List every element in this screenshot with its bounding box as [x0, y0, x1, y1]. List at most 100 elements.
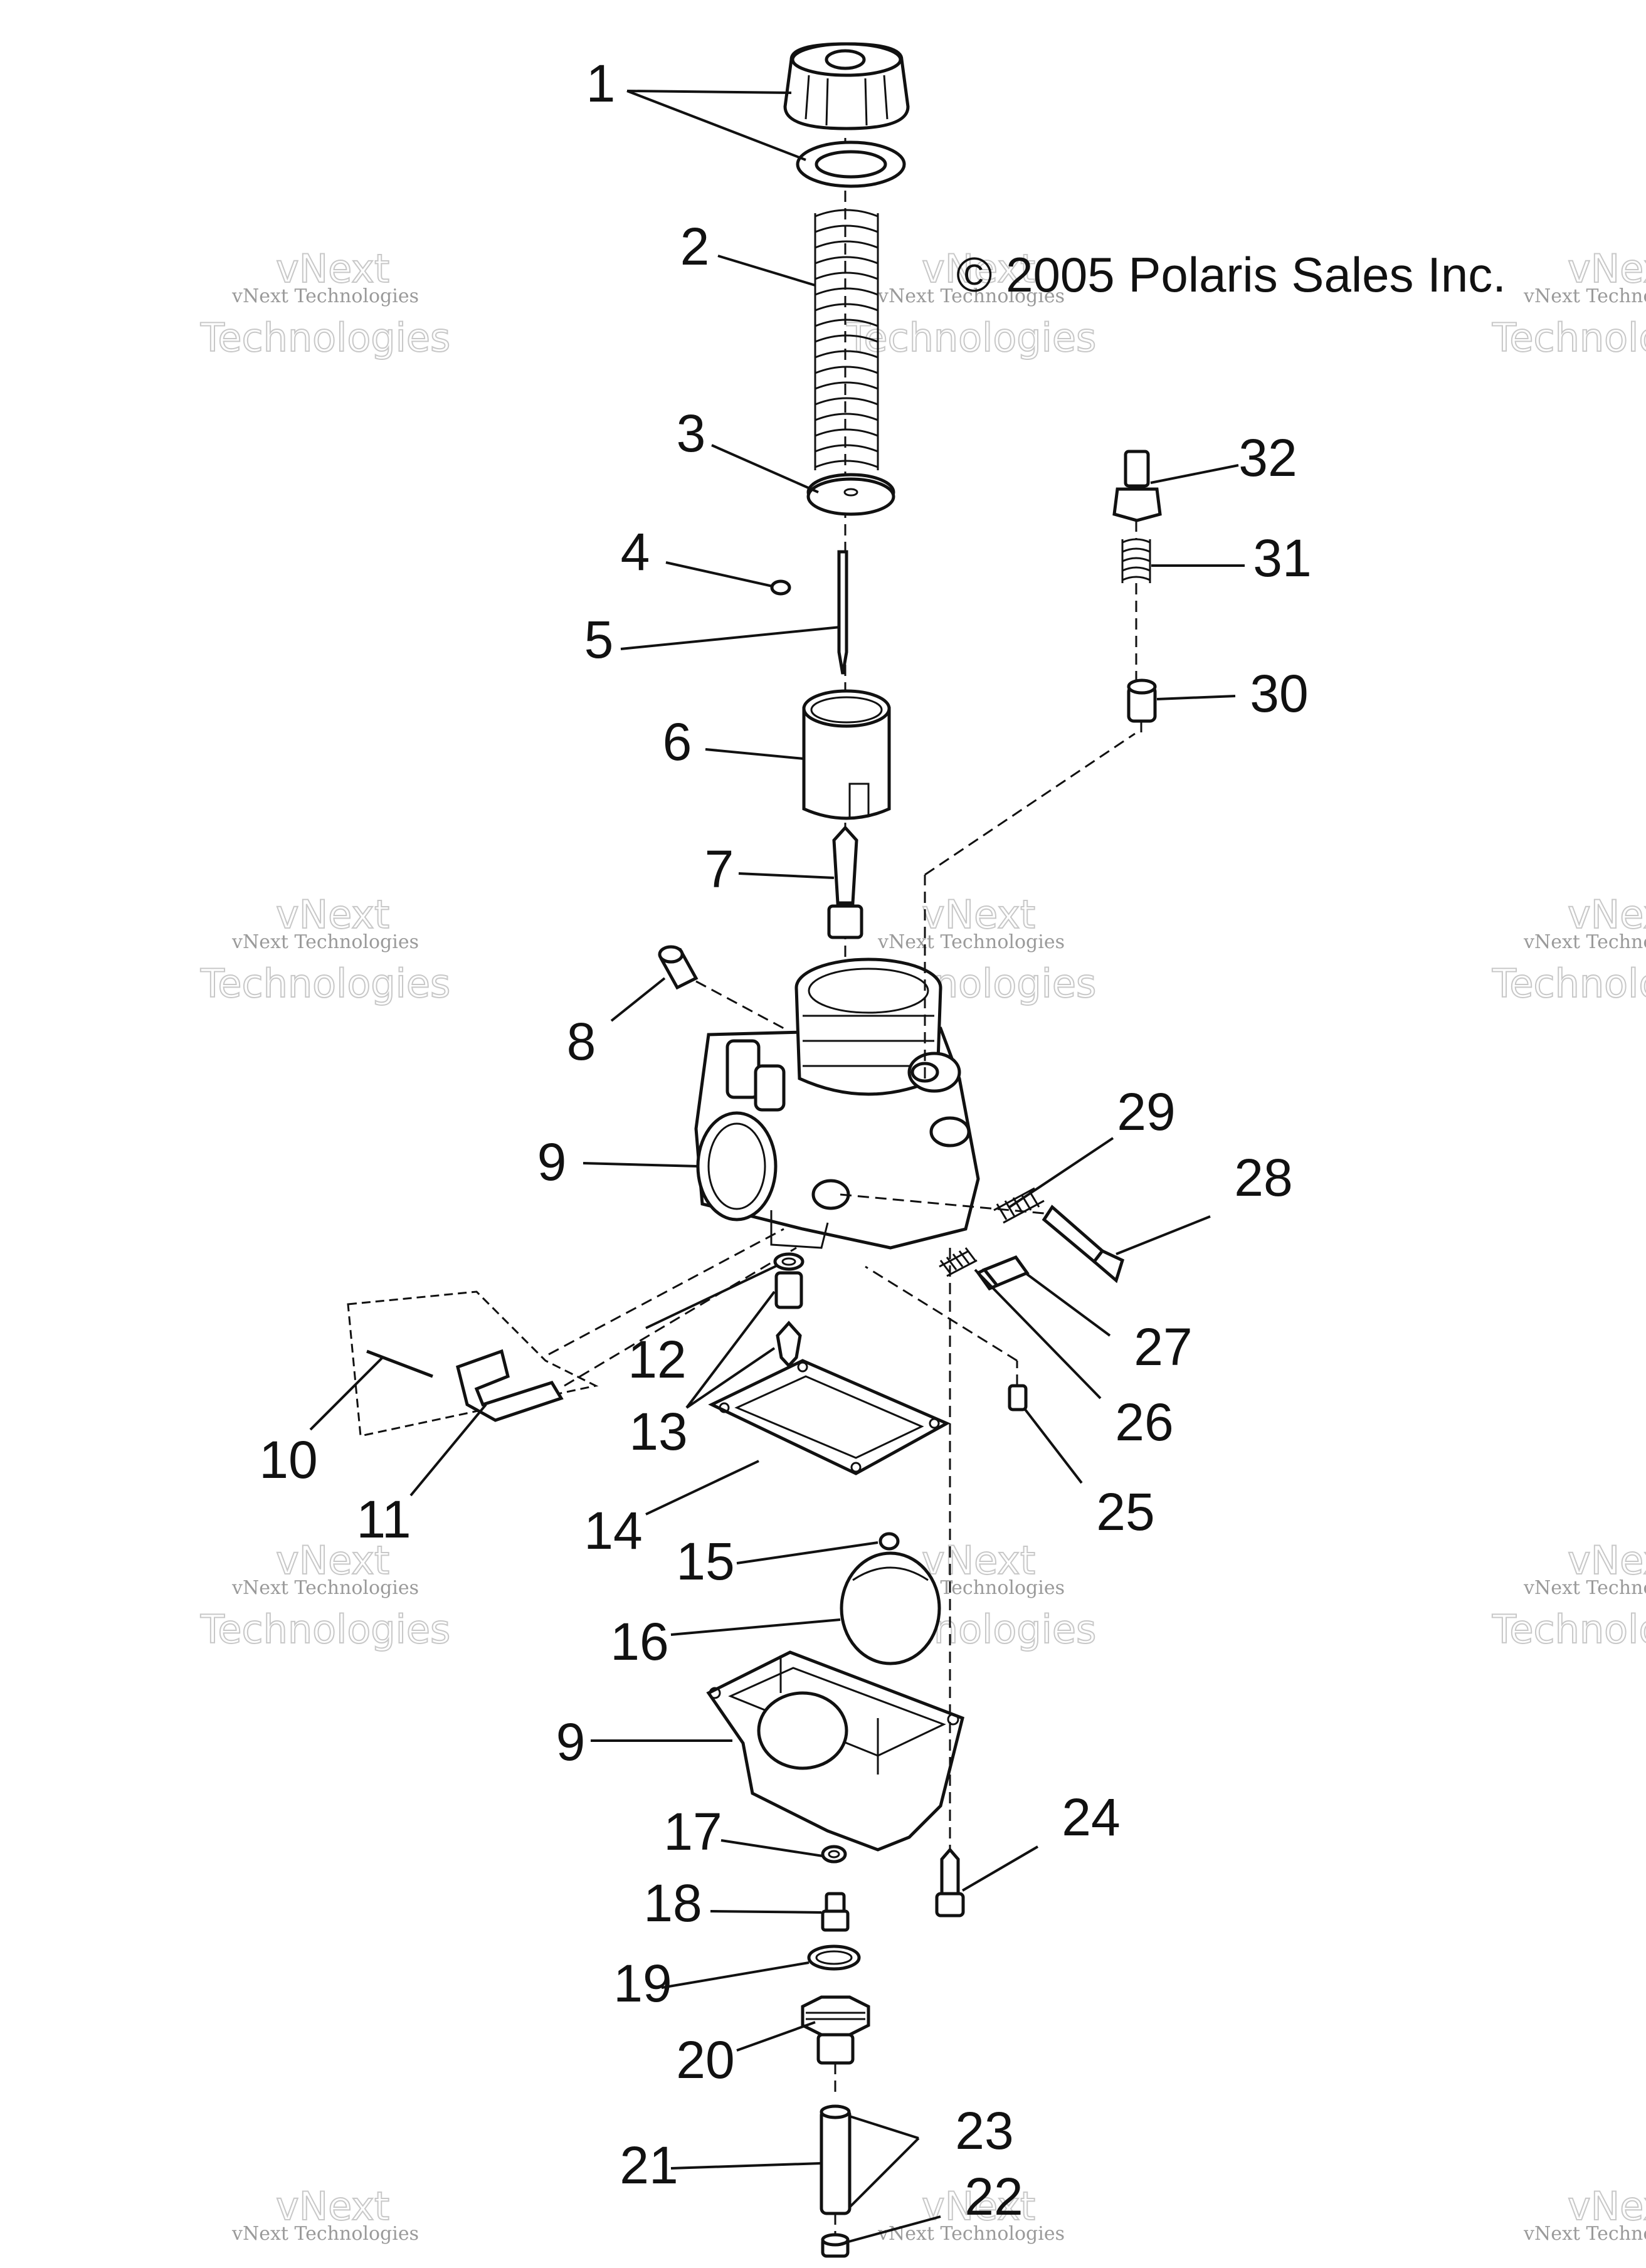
- watermark: vNext vNext Technologies: [231, 2183, 419, 2245]
- callout-15: 15: [676, 1532, 734, 1591]
- callout-10: 10: [259, 1430, 317, 1489]
- callout-4: 4: [621, 522, 650, 581]
- callout-labels: 1 2 3 4 5 6 7 8 9 9 10 11 12 13 14 15 16…: [259, 54, 1311, 2226]
- watermark: vNext vNext Technologies Technologies: [199, 245, 451, 361]
- part-25-jet: [865, 1265, 1028, 1411]
- callout-12: 12: [628, 1330, 686, 1389]
- callout-26: 26: [1115, 1393, 1173, 1452]
- callout-28: 28: [1234, 1148, 1292, 1207]
- part-2-spring: [814, 209, 879, 470]
- watermark: vNext vNext Technologies: [877, 2183, 1065, 2245]
- part-9-carb-body: [694, 957, 980, 1250]
- leader-lines: [309, 90, 1245, 2246]
- part-1-cap: [783, 42, 910, 130]
- part-20-drain-plug: [801, 1995, 870, 2094]
- part-6-slide: [802, 689, 891, 820]
- part-17-washer: [821, 1845, 847, 1864]
- callout-5: 5: [584, 610, 614, 669]
- svg-text:vNext Technologies: vNext Technologies: [231, 1577, 419, 1599]
- svg-text:vNext: vNext: [276, 2183, 389, 2229]
- callout-27: 27: [1134, 1317, 1192, 1376]
- watermark: vNext vNext Technologies Technologies: [199, 1537, 451, 1653]
- watermark: vNext vNext Technologies Technologies: [845, 245, 1097, 361]
- part-3-retainer: [806, 473, 895, 516]
- svg-text:Technologies: Technologies: [200, 961, 450, 1006]
- svg-text:vNext: vNext: [922, 892, 1035, 937]
- part-27-pilot-screw: [976, 1255, 1030, 1291]
- callout-6: 6: [663, 712, 692, 771]
- part-22-cap: [821, 2233, 850, 2258]
- callout-21: 21: [620, 2136, 678, 2195]
- svg-text:vNext: vNext: [276, 246, 389, 292]
- svg-text:vNext: vNext: [1568, 1537, 1646, 1583]
- callout-1: 1: [586, 54, 616, 113]
- svg-text:vNext: vNext: [922, 246, 1035, 292]
- callout-8: 8: [567, 1012, 596, 1071]
- svg-text:Technologies: Technologies: [1492, 315, 1646, 361]
- callout-9-bowl: 9: [556, 1712, 586, 1771]
- part-29-spring: [993, 1187, 1045, 1224]
- svg-text:vNext: vNext: [1568, 246, 1646, 292]
- svg-text:vNext: vNext: [276, 892, 389, 937]
- callout-31: 31: [1253, 529, 1311, 588]
- part-5-needle: [837, 550, 848, 675]
- callout-20: 20: [676, 2030, 734, 2089]
- callout-14: 14: [584, 1501, 642, 1560]
- watermark: vNext vNext Technologies: [1523, 2183, 1646, 2245]
- part-26-spring: [939, 1247, 978, 1277]
- svg-text:vNext Technologies: vNext Technologies: [877, 285, 1065, 307]
- copyright-notice: © 2005 Polaris Sales Inc.: [956, 247, 1506, 302]
- part-12-washer: [773, 1252, 805, 1271]
- callout-17: 17: [663, 1802, 722, 1861]
- callout-22: 22: [964, 2167, 1023, 2226]
- svg-text:Technologies: Technologies: [846, 315, 1096, 361]
- callout-3: 3: [677, 404, 706, 463]
- watermark-group: vNext vNext Technologies Technologies vN…: [199, 245, 1646, 2245]
- svg-text:vNext Technologies: vNext Technologies: [1523, 285, 1646, 307]
- callout-18: 18: [643, 1874, 702, 1933]
- callout-29: 29: [1117, 1082, 1175, 1141]
- part-14-gasket: [708, 1359, 951, 1475]
- part-9-float-bowl: [706, 1650, 964, 1852]
- svg-text:vNext Technologies: vNext Technologies: [1523, 2223, 1646, 2245]
- callout-16: 16: [610, 1612, 668, 1671]
- svg-text:vNext Technologies: vNext Technologies: [231, 931, 419, 953]
- part-19-oring: [807, 1944, 861, 1971]
- callout-7: 7: [705, 840, 734, 899]
- part-21-drain-tube: [820, 2104, 852, 2235]
- svg-text:Technologies: Technologies: [1492, 961, 1646, 1006]
- part-4-clip: [770, 579, 791, 596]
- part-18-main-jet: [821, 1892, 850, 1932]
- part-24-screw: [935, 1847, 965, 1917]
- callout-30: 30: [1250, 664, 1308, 723]
- part-10-11-float-assembly: [347, 1228, 797, 1437]
- callout-13: 13: [629, 1402, 687, 1461]
- callout-23: 23: [955, 2101, 1013, 2160]
- callout-25: 25: [1096, 1482, 1154, 1541]
- svg-text:vNext Technologies: vNext Technologies: [231, 2223, 419, 2245]
- part-31-spring: [1121, 538, 1151, 683]
- svg-text:Technologies: Technologies: [200, 1606, 450, 1652]
- watermark: vNext vNext Technologies Technologies: [1491, 245, 1646, 361]
- part-15-pin: [878, 1532, 900, 1551]
- svg-text:vNext Technologies: vNext Technologies: [231, 285, 419, 307]
- part-13-needle-valve: [774, 1271, 803, 1368]
- watermark: vNext vNext Technologies Technologies: [199, 891, 451, 1007]
- callout-24: 24: [1062, 1788, 1120, 1847]
- callout-11: 11: [356, 1490, 411, 1549]
- svg-text:vNext Technologies: vNext Technologies: [1523, 931, 1646, 953]
- callout-9-body: 9: [537, 1132, 567, 1191]
- part-7-needle-jet: [827, 825, 863, 939]
- svg-text:vNext: vNext: [276, 1537, 389, 1583]
- svg-text:vNext: vNext: [922, 2183, 1035, 2229]
- watermark: vNext vNext Technologies Technologies: [1491, 891, 1646, 1007]
- part-1-washer: [796, 140, 906, 188]
- callout-32: 32: [1238, 428, 1297, 487]
- svg-text:vNext Technologies: vNext Technologies: [1523, 1577, 1646, 1599]
- svg-text:vNext Technologies: vNext Technologies: [877, 931, 1065, 953]
- svg-text:vNext: vNext: [922, 1537, 1035, 1583]
- part-16-float: [840, 1551, 941, 1665]
- part-30-fitting: [1127, 678, 1157, 737]
- callout-2: 2: [680, 217, 710, 276]
